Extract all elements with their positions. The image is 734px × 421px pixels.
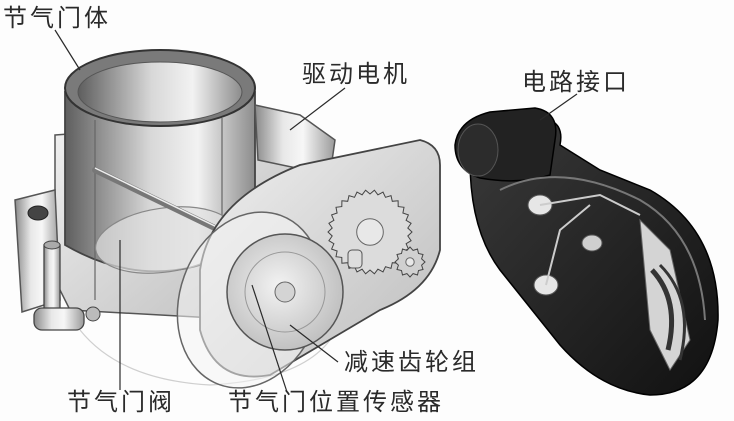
leader-throttle-body [54,29,81,71]
gear-shaft-stub [347,249,363,269]
label-throttle-body: 节气门体 [3,4,111,32]
resistive-track [658,263,686,361]
leader-position-sensor [251,284,288,393]
gear-hub [405,257,415,267]
leader-reduction-gears [289,324,339,363]
resistive-track [650,268,675,351]
contact-trace [545,204,591,286]
contact-trace [539,193,641,216]
plug-face [457,123,499,177]
terminal-post [581,234,603,252]
gear-hub [356,218,384,246]
lower-flange-outline [79,329,331,386]
pipe-end [43,240,61,250]
bore-inside [77,61,243,123]
leader-drive-motor [289,87,346,131]
gear-hub [274,281,296,303]
label-position-sensor: 节气门位置传感器 [228,388,444,416]
pipe-elbow [33,307,85,331]
pipe-bolt [85,306,101,322]
gear-inner-ring [244,251,326,333]
sensor-cover [454,107,719,396]
gear-housing [176,139,441,389]
throttle-body [14,49,331,386]
label-connector: 电路接口 [522,68,630,96]
label-drive-motor: 驱动电机 [302,60,410,88]
leader-connector [539,93,578,121]
cover-rim-highlight [499,176,706,321]
motor-pinion [394,246,426,278]
label-throttle-valve: 节气门阀 [67,388,175,416]
mounting-hole [27,205,49,221]
label-reduction-gears: 减速齿轮组 [344,348,479,376]
